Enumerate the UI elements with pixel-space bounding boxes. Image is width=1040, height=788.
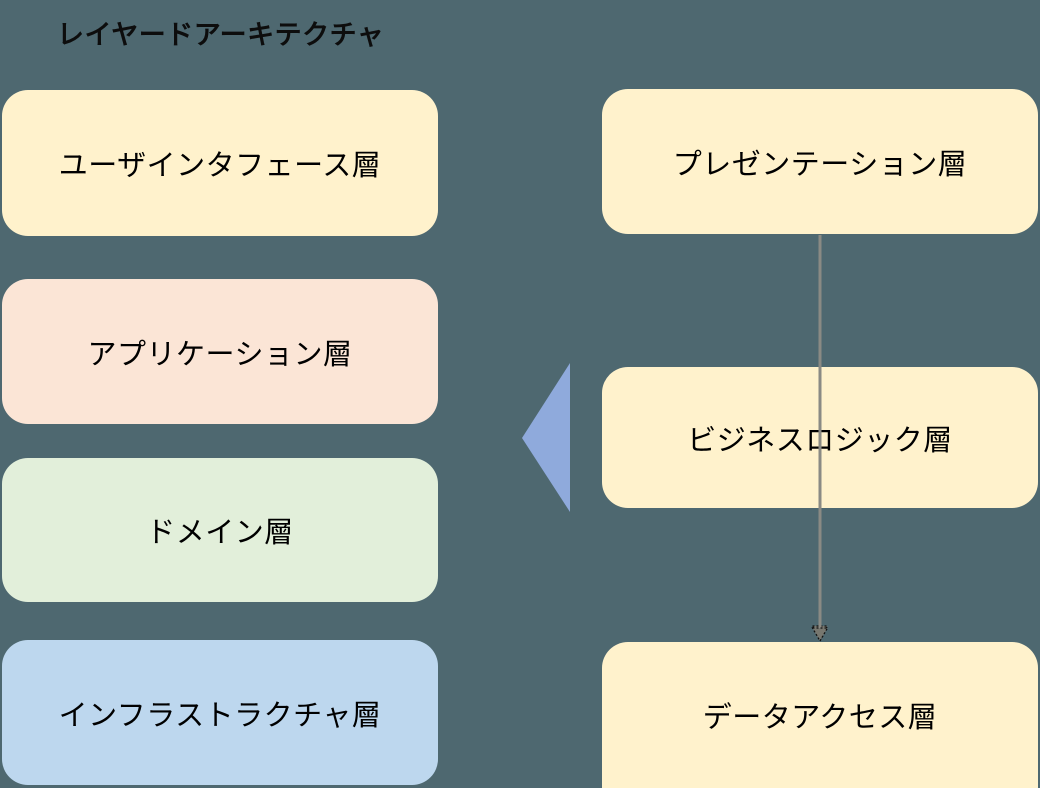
layer-box-user-interface: ユーザインタフェース層 [2,90,438,236]
layer-box-application: アプリケーション層 [2,279,438,424]
layer-box-infrastructure: インフラストラクチャ層 [2,640,438,785]
layer-box-data-access: データアクセス層 [602,642,1038,788]
arrowhead-down-icon [811,627,829,643]
layer-label: データアクセス層 [702,702,938,734]
layer-box-presentation: プレゼンテーション層 [602,89,1038,234]
arrow-business-logic-to-data-access [811,509,829,643]
layer-label: アプリケーション層 [87,338,353,371]
left-pointing-triangle-icon [522,363,570,512]
layer-label: ユーザインタフェース層 [58,150,382,182]
layer-box-domain: ドメイン層 [2,458,438,602]
arrowhead-down-icon [811,625,829,642]
diagram-title: レイヤードアーキテクチャ [57,20,385,50]
layer-label: ドメイン層 [146,517,294,549]
layer-label: ビジネスロジック層 [687,424,953,457]
layer-box-business-logic: ビジネスロジック層 [602,367,1038,508]
layer-label: プレゼンテーション層 [672,148,968,181]
layer-label: インフラストラクチャ層 [58,699,382,732]
